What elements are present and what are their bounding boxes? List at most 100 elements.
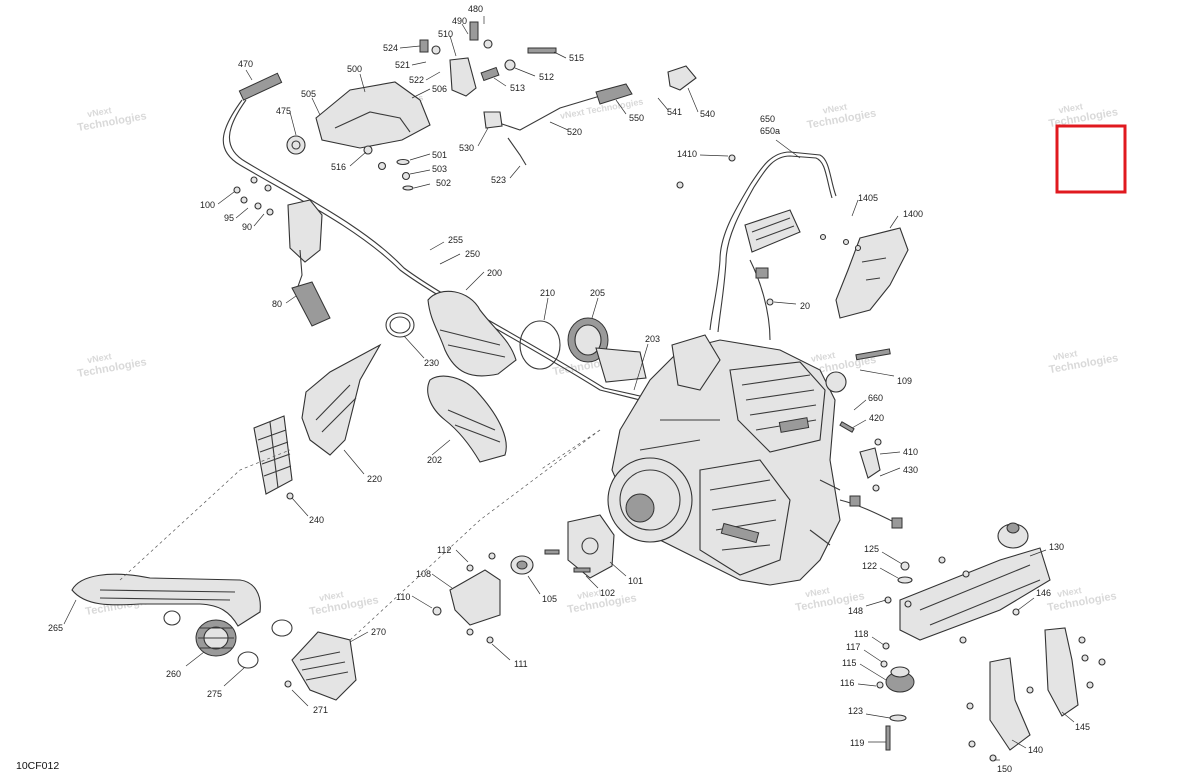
watermark-line1: vNext: [804, 585, 830, 599]
part-label: 520: [567, 127, 582, 137]
part-label: 123: [848, 706, 863, 716]
part-label: 260: [166, 669, 181, 679]
nut: [431, 45, 441, 55]
part-label: 100: [200, 200, 215, 210]
heat-shield: [835, 227, 909, 319]
rotax-badge: [778, 417, 810, 433]
bolt: [264, 184, 272, 192]
clutch-cover: [699, 459, 791, 576]
part-label: 150: [997, 764, 1012, 774]
throttle-cable-assembly: [222, 72, 641, 401]
part-label: 202: [427, 455, 442, 465]
shift-rod-lower: [507, 137, 527, 166]
air-intake-group: [253, 290, 647, 500]
part-label: 112: [437, 545, 451, 555]
nut: [377, 161, 387, 171]
air-filter-grid: [257, 421, 292, 489]
cylinder-head-fins: [741, 374, 817, 431]
part-label: 117: [846, 642, 860, 652]
cable-grommet: [286, 135, 306, 155]
part-label: 102: [600, 588, 615, 598]
hose-clamp: [237, 651, 259, 669]
bolt: [855, 348, 891, 361]
intake-duct: [427, 290, 517, 377]
intake-duct-rib: [439, 329, 506, 358]
part-label: 475: [276, 106, 291, 116]
shifter-bracket-detail: [334, 111, 411, 133]
nut: [872, 484, 880, 492]
hose-clamp: [271, 619, 293, 637]
watermark-line1: vNext: [318, 589, 344, 603]
washer: [900, 561, 910, 571]
screw: [842, 238, 850, 246]
part-label: 513: [510, 83, 525, 93]
throttle-pedal: [233, 176, 331, 327]
part-label: 265: [48, 623, 63, 633]
part-labels: 470 475 505 500 524 480 490 510 521 522 …: [48, 4, 1090, 774]
watermark: vNext Technologies: [566, 587, 637, 616]
shift-knob: [667, 65, 697, 91]
intake-manifold: [671, 334, 721, 391]
part-label: 130: [1049, 542, 1064, 552]
watermark-line1: vNext: [1052, 348, 1078, 362]
bolt: [527, 47, 557, 54]
part-label: 200: [487, 268, 502, 278]
part-label: 420: [869, 413, 884, 423]
watermark: vNext Technologies: [76, 105, 147, 134]
watermark: vNext Technologies: [806, 101, 877, 131]
part-label: 1405: [858, 193, 878, 203]
part-label: 410: [903, 447, 918, 457]
nut: [966, 702, 974, 710]
watermark: vNext Technologies: [1048, 348, 1119, 376]
throttle-cable: [222, 99, 641, 401]
part-label: 480: [468, 4, 483, 14]
part-label: 118: [854, 629, 868, 639]
wiring-harness: [717, 155, 833, 333]
throttle-cable-outer: [228, 99, 641, 397]
part-label: 515: [569, 53, 584, 63]
part-label: 1400: [903, 209, 923, 219]
part-label: 500: [347, 64, 362, 74]
bolt: [266, 208, 274, 216]
screw: [728, 154, 736, 162]
engine-mount-right: [876, 522, 1106, 762]
part-label: 125: [864, 544, 879, 554]
clamp-ring: [385, 312, 415, 338]
screw: [284, 680, 292, 688]
part-label: 116: [840, 678, 854, 688]
nut: [968, 740, 976, 748]
explode-line: [349, 429, 601, 641]
air-filter: [253, 415, 293, 495]
engine-bracket: [859, 447, 881, 479]
part-label: 240: [309, 515, 324, 525]
nut: [401, 171, 411, 181]
watermark-line1: vNext: [1056, 585, 1082, 599]
pedal-pad: [291, 281, 331, 327]
engine-detail-lines: [639, 419, 841, 546]
bolt: [573, 567, 591, 573]
part-label: 148: [848, 606, 863, 616]
washer: [402, 185, 414, 191]
nut: [989, 754, 997, 762]
bolt: [469, 21, 479, 41]
part-label: 140: [1028, 745, 1043, 755]
watermark-line1: vNext: [810, 350, 836, 364]
part-label: 115: [842, 658, 856, 668]
nut: [466, 628, 474, 636]
washer: [889, 714, 907, 722]
crossmember-detail: [919, 564, 1041, 626]
connector: [849, 495, 861, 507]
screw: [676, 181, 684, 189]
part-label: 275: [207, 689, 222, 699]
part-label: 110: [396, 592, 410, 602]
clip: [286, 492, 294, 500]
exhaust-duct-group: [71, 573, 357, 701]
part-label: 109: [897, 376, 912, 386]
part-label: 250: [465, 249, 480, 259]
part-label: 541: [667, 107, 682, 117]
airbox-housing: [301, 343, 382, 456]
part-label: 540: [700, 109, 715, 119]
shifter-bracket: [315, 81, 431, 149]
ecm-module-detail: [751, 217, 795, 241]
part-label: 220: [367, 474, 382, 484]
